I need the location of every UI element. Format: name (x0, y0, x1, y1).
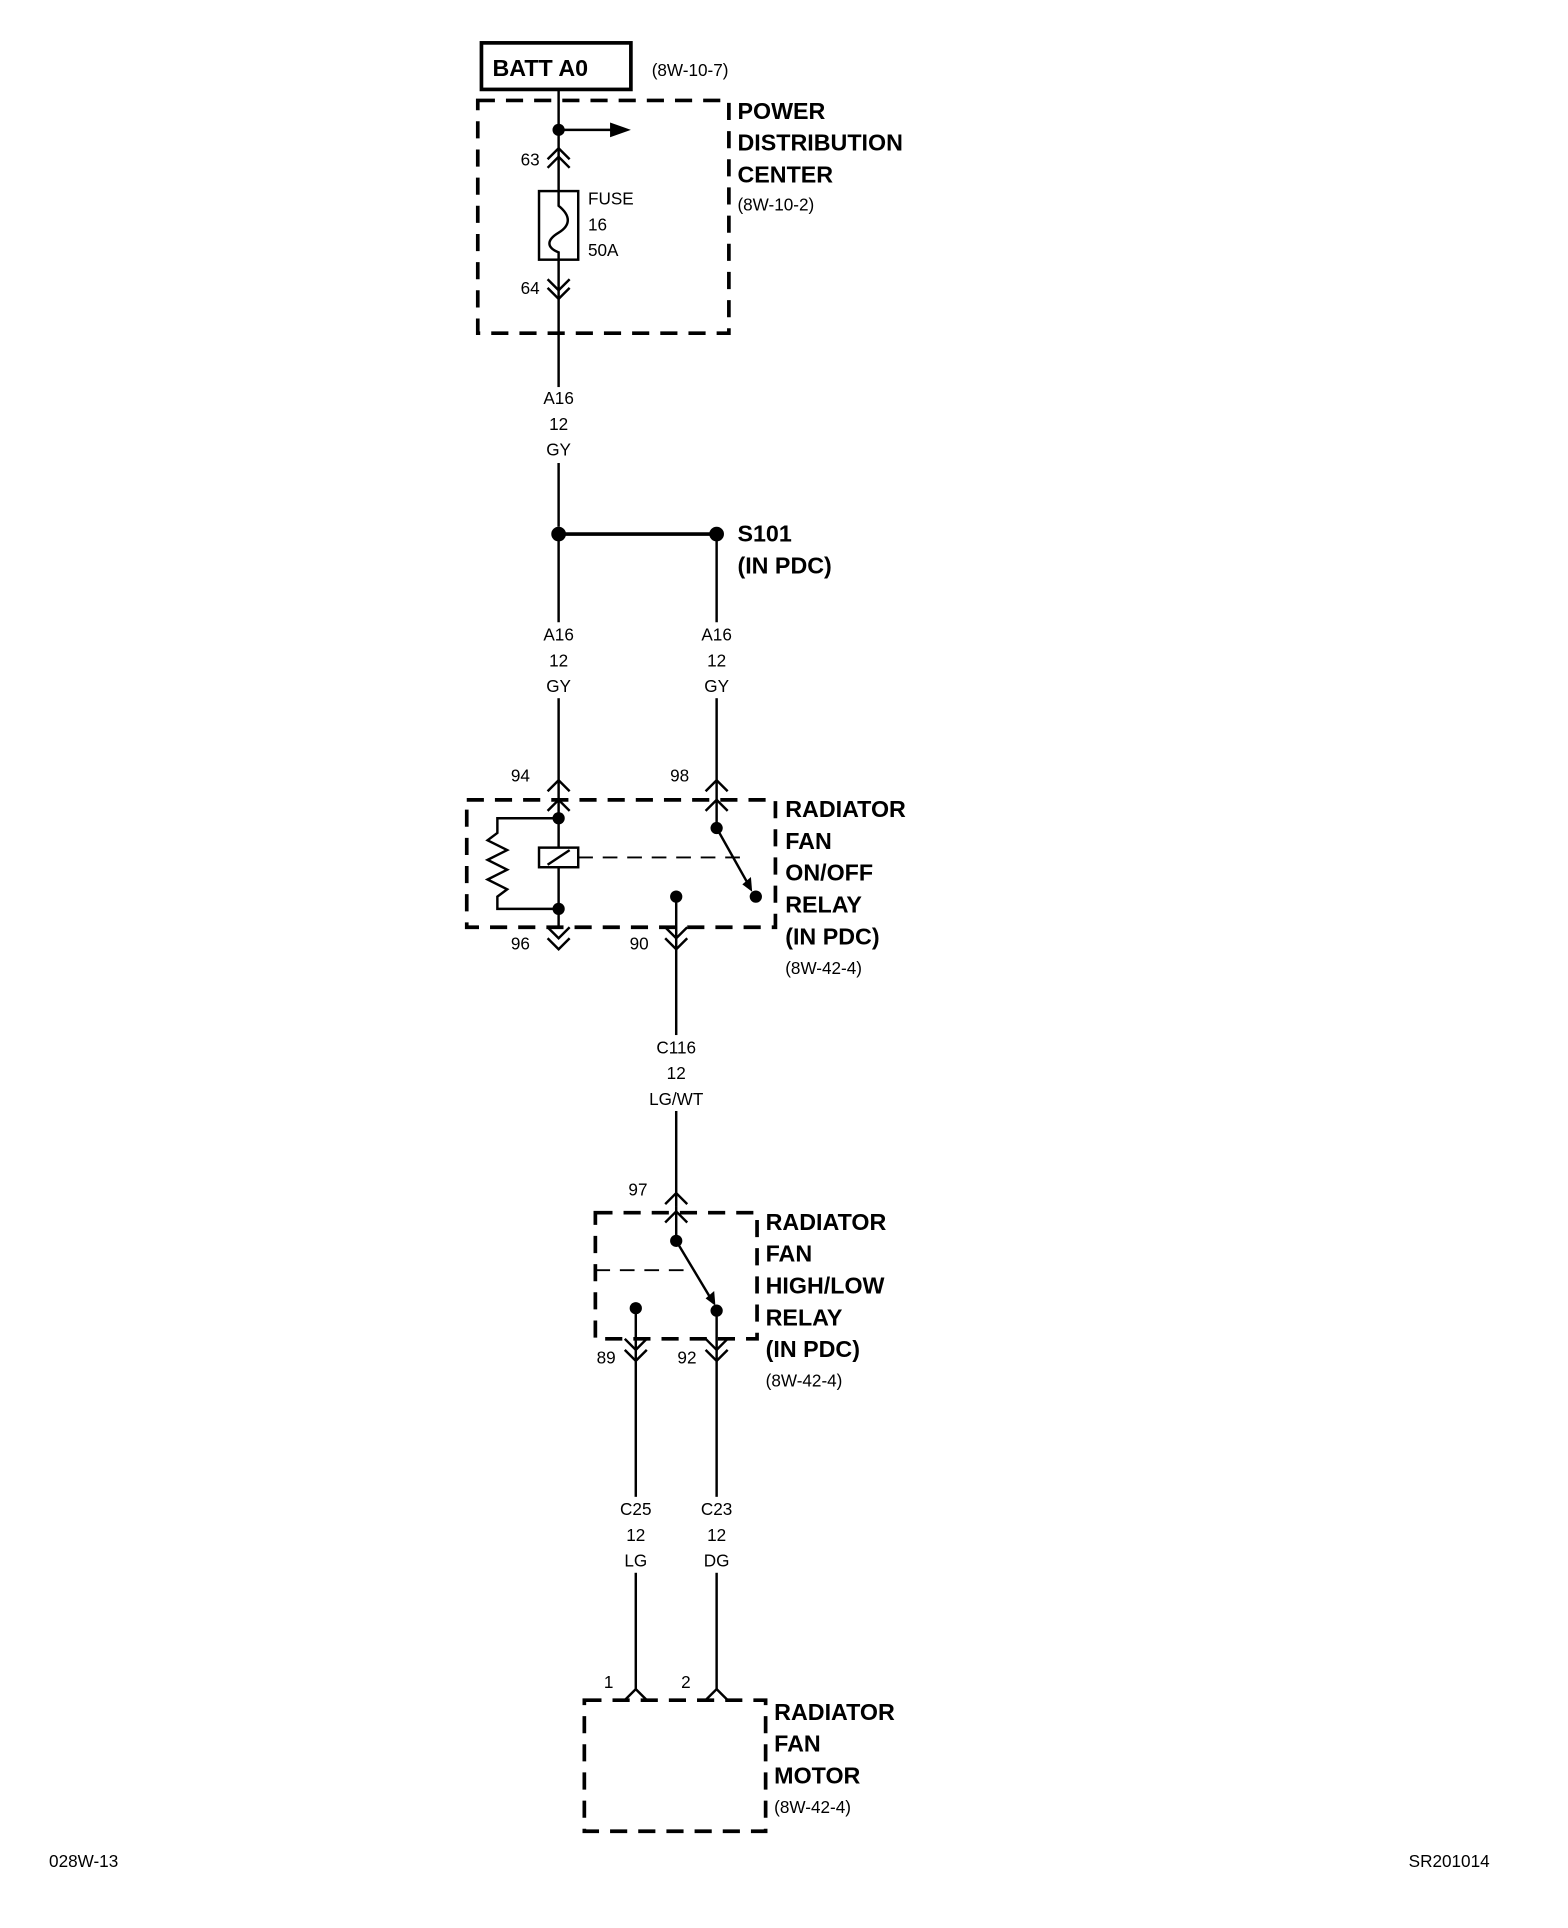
wire-color: LG/WT (649, 1089, 704, 1109)
wire-color: GY (546, 440, 571, 460)
pdc-label: POWER (737, 98, 825, 124)
wire-code: A16 (543, 388, 573, 408)
wire-color: GY (704, 676, 729, 696)
wire-color: LG (624, 1551, 647, 1571)
motor-box (582, 1698, 768, 1834)
page-code: 028W-13 (49, 1851, 118, 1871)
relay-ref: (8W-42-4) (766, 1371, 843, 1391)
pin-label: 97 (628, 1180, 647, 1200)
pdc-label: DISTRIBUTION (737, 130, 902, 156)
pin-label: 94 (511, 765, 531, 785)
highlow-relay-box (593, 1210, 759, 1341)
wire-code: A16 (701, 625, 731, 645)
wire-gauge: 12 (707, 650, 726, 670)
wire-label-c116: C116 12 LG/WT (644, 1035, 709, 1111)
motor-label: FAN (774, 1731, 821, 1757)
wire-code: A16 (543, 625, 573, 645)
relay-label: RELAY (785, 892, 862, 918)
pdc-label: CENTER (737, 162, 833, 188)
fuse-number: 16 (588, 214, 607, 234)
coil-slash (546, 849, 571, 866)
splice-location: (IN PDC) (737, 552, 831, 578)
wire-gauge: 12 (707, 1525, 726, 1545)
node-dot (552, 902, 565, 916)
wire-gauge: 12 (626, 1525, 645, 1545)
wire-label-a16-right: A16 12 GY (697, 622, 737, 699)
node-dot (552, 812, 565, 825)
motor-label: RADIATOR (774, 1699, 895, 1725)
motor-ref: (8W-42-4) (774, 1797, 851, 1817)
pin-label: 92 (677, 1347, 696, 1367)
motor-label: MOTOR (774, 1762, 860, 1788)
pin-label: 64 (521, 278, 541, 298)
fuse-rating: 50A (588, 240, 619, 260)
connector-96 (546, 926, 571, 952)
pin-label: 96 (511, 933, 530, 953)
wire-label-c25: C25 12 LG (616, 1496, 656, 1573)
pin-label: 63 (521, 149, 540, 169)
fuse-label: FUSE (588, 189, 634, 209)
wire-gauge: 12 (667, 1063, 686, 1083)
connector-64 (546, 278, 571, 301)
battery-ref: (8W-10-7) (652, 60, 729, 80)
relay-label: (IN PDC) (785, 923, 879, 949)
wire-label-a16-left: A16 12 GY (539, 622, 579, 699)
wire-color: DG (704, 1551, 730, 1571)
wire-color: GY (546, 676, 571, 696)
relay-label: FAN (766, 1241, 813, 1267)
wire-code: C116 (656, 1037, 696, 1057)
splice-name: S101 (737, 520, 791, 546)
pin-label: 98 (670, 765, 689, 785)
wire-code: C25 (620, 1499, 651, 1519)
relay-ref: (8W-42-4) (785, 958, 862, 978)
pin-label: 90 (630, 933, 649, 953)
relay-switch-arm (715, 827, 751, 888)
connector-63 (546, 146, 571, 169)
wire-label-a16-top: A16 12 GY (539, 387, 579, 464)
wire-label-c23: C23 12 DG (697, 1496, 737, 1573)
relay-label: HIGH/LOW (766, 1272, 885, 1298)
connector-98 (704, 778, 729, 812)
wire-gauge: 12 (549, 414, 568, 434)
battery-box (479, 41, 633, 92)
connector-2 (704, 1687, 729, 1702)
relay-label: ON/OFF (785, 860, 873, 886)
relay-label: RADIATOR (766, 1209, 887, 1235)
onoff-relay-box (464, 798, 778, 930)
battery-label: BATT A0 (492, 55, 588, 81)
connector-1 (623, 1687, 648, 1702)
switch-contact (749, 890, 762, 903)
relay-label: FAN (785, 828, 832, 854)
resistor-icon (484, 817, 559, 911)
arrow-icon (610, 122, 631, 138)
pin-label: 89 (597, 1347, 616, 1367)
arrow-icon (705, 1291, 716, 1306)
figure-code: SR201014 (1409, 1851, 1490, 1871)
arrow-icon (742, 877, 753, 892)
relay-switch-arm (675, 1240, 715, 1303)
relay-label: RELAY (766, 1304, 843, 1330)
pdc-box (475, 98, 731, 336)
pin-label: 1 (604, 1672, 614, 1692)
wire-code: C23 (701, 1499, 732, 1519)
wire-gauge: 12 (549, 650, 568, 670)
fuse-element (548, 191, 570, 260)
pdc-ref: (8W-10-2) (737, 195, 814, 215)
relay-label: RADIATOR (785, 796, 906, 822)
relay-label: (IN PDC) (766, 1336, 860, 1362)
pin-label: 2 (681, 1672, 691, 1692)
